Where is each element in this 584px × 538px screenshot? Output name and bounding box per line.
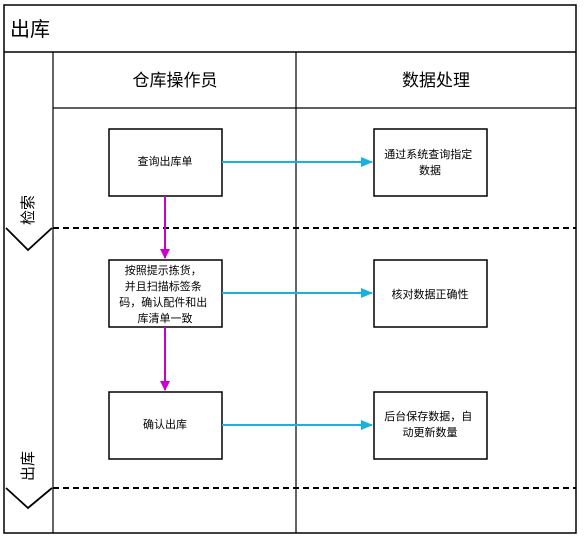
phase-label-search: 检索 — [19, 195, 37, 225]
step-text-verify-data: 核对数据正确性 — [392, 287, 469, 301]
step-text-query-order: 查询出库单 — [138, 154, 193, 168]
step-text-save-data: 后台保存数据，自 动更新数量 — [384, 409, 476, 439]
lane-header-data: 数据处理 — [402, 71, 470, 91]
step-text-confirm-outbound: 确认出库 — [143, 417, 187, 431]
phase-label-outbound: 出库 — [19, 451, 37, 481]
lane-header-operator: 仓库操作员 — [133, 71, 218, 91]
step-text-query-data-line1: 通过系统查询指定 — [384, 147, 472, 161]
step-text-query-data: 通过系统查询指定 数据 — [384, 147, 476, 177]
phase-chevron-2 — [5, 487, 53, 510]
page-title: 出库 — [10, 17, 50, 41]
phase-chevron-1 — [5, 227, 53, 252]
step-box-query-order — [108, 128, 223, 197]
step-box-save-data — [373, 391, 488, 460]
step-box-verify-data — [373, 259, 488, 328]
step-text-pick-scan: 按照提示拣货， 并且扫描标签条 码，确认配件和出 库清单一致 — [119, 263, 211, 325]
step-text-query-data-line2: 数据 — [419, 163, 441, 177]
outer-frame — [3, 4, 577, 534]
step-box-query-data — [373, 128, 488, 197]
